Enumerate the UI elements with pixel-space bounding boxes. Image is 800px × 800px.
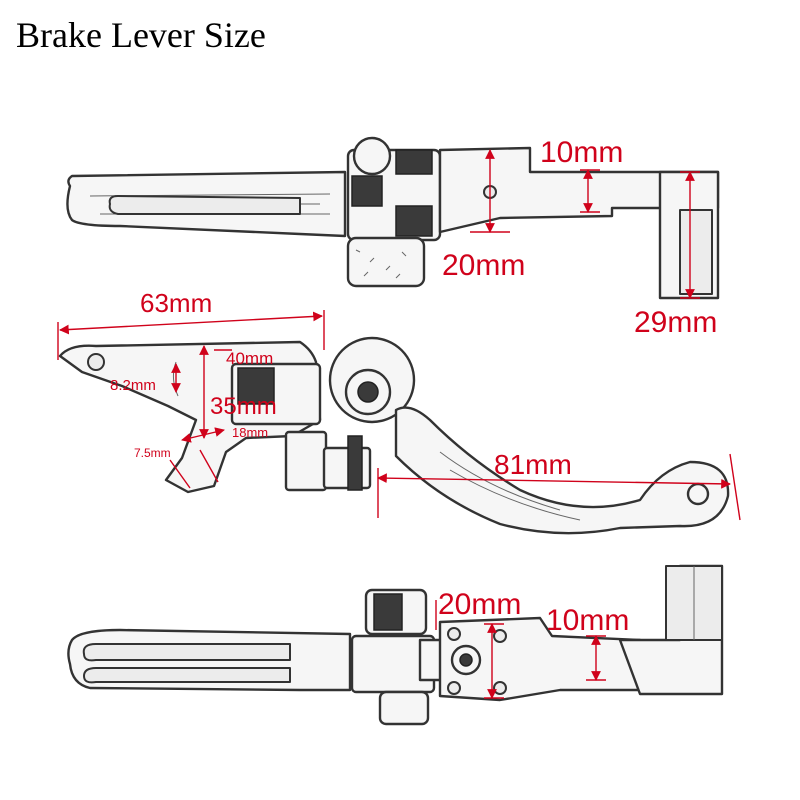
bottom-dim-20mm-label: 20mm <box>438 588 521 621</box>
top-dim-29mm-label: 29mm <box>634 306 717 339</box>
middle-dim-63mm-label: 63mm <box>140 288 212 318</box>
top-dim-20mm-label: 20mm <box>442 249 525 282</box>
middle-dim-40mm-label: 40mm <box>226 349 273 368</box>
middle-view-lever <box>58 336 730 535</box>
bottom-view-lever <box>67 564 724 726</box>
middle-dim-18mm-label: 18mm <box>232 425 268 440</box>
bottom-view-dimension-lines <box>435 600 606 699</box>
top-view-lever <box>66 136 720 300</box>
middle-view-dimension-lines <box>57 310 741 521</box>
top-view-dimension-lines <box>470 149 700 299</box>
top-dim-10mm-label: 10mm <box>540 136 623 169</box>
middle-dim-81mm-label: 81mm <box>494 449 572 480</box>
bottom-dim-10mm-label: 10mm <box>546 604 629 637</box>
middle-dim-35mm-label: 35mm <box>210 393 277 420</box>
middle-dim-8-2mm-label: 8.2mm <box>110 377 156 394</box>
diagram-title: Brake Lever Size <box>16 15 266 55</box>
middle-dim-7-5mm-label: 7.5mm <box>134 446 171 460</box>
